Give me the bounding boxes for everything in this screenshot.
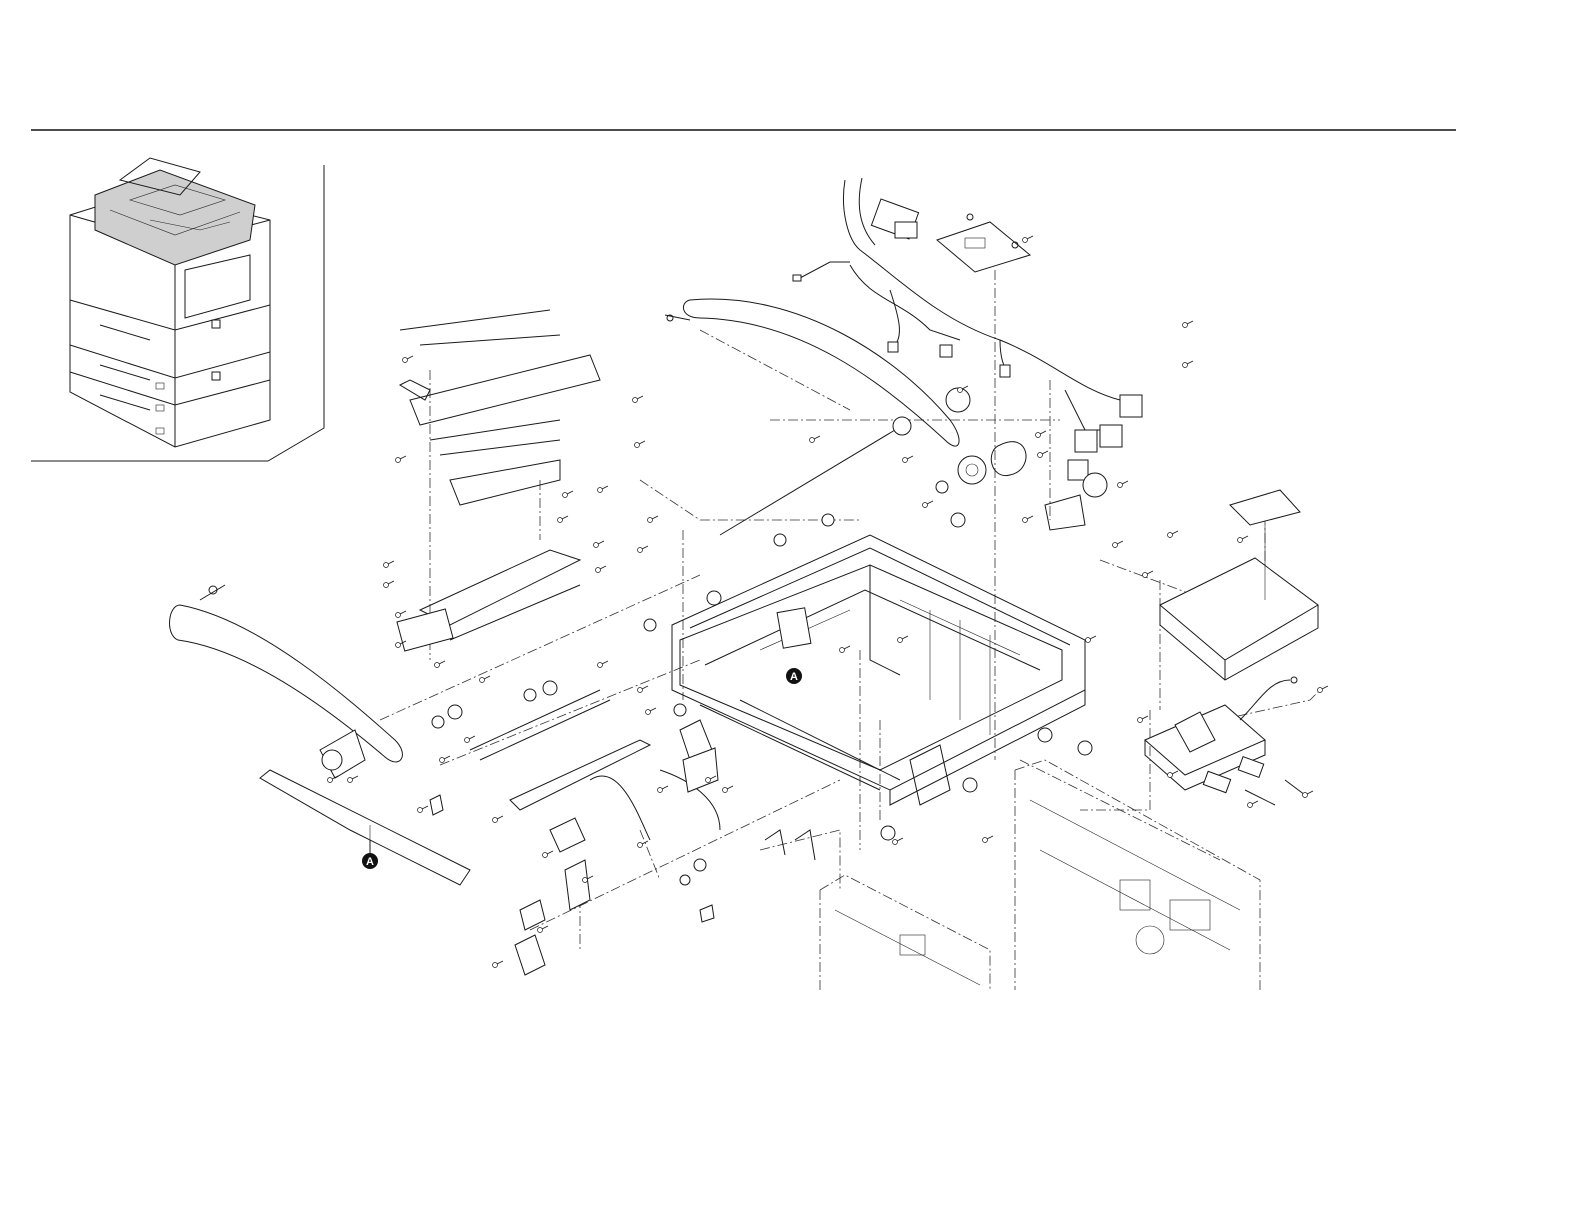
screw-part — [1143, 573, 1148, 578]
screw-part — [1168, 533, 1173, 538]
screw-part — [1036, 433, 1041, 438]
screw-part — [1183, 363, 1188, 368]
screw-part — [1086, 638, 1091, 643]
screw-part — [493, 963, 498, 968]
screw-part — [958, 388, 963, 393]
screw-part — [810, 438, 815, 443]
screw-part — [723, 788, 728, 793]
screw-part — [1023, 518, 1028, 523]
screw-part — [396, 613, 401, 618]
screw-part — [594, 543, 599, 548]
screw-part — [418, 808, 423, 813]
reference-marker-a-strip: A — [362, 840, 378, 869]
scanner-cable-upper — [665, 299, 959, 446]
lower-parts — [430, 690, 815, 975]
screw-part — [480, 678, 485, 683]
screw-part — [384, 563, 389, 568]
screw-part — [538, 928, 543, 933]
screw-part — [1303, 793, 1308, 798]
screw-part — [493, 818, 498, 823]
screw-part — [635, 443, 640, 448]
screw-part — [923, 503, 928, 508]
screw-part — [563, 493, 568, 498]
screw-part — [465, 738, 470, 743]
reference-marker-label: A — [790, 671, 798, 683]
screw-part — [1113, 543, 1118, 548]
screw-part — [403, 358, 408, 363]
screw-part — [558, 518, 563, 523]
screw-part — [898, 638, 903, 643]
screw-part — [840, 648, 845, 653]
screw-part — [638, 843, 643, 848]
carriage-assembly — [397, 310, 600, 651]
document-glass-strip — [260, 770, 470, 885]
screw-part — [893, 840, 898, 845]
screw-part — [328, 778, 333, 783]
screw-part — [648, 518, 653, 523]
screw-part — [1138, 718, 1143, 723]
screw-part — [706, 778, 711, 783]
control-pcb — [937, 214, 1030, 272]
screw-part — [1023, 238, 1028, 243]
screw-part — [348, 778, 353, 783]
frame-side-panels — [820, 760, 1260, 990]
screw-part — [638, 548, 643, 553]
screw-part — [435, 663, 440, 668]
drive-assembly — [320, 388, 1107, 792]
screw-part — [1318, 688, 1323, 693]
screw-part — [1118, 483, 1123, 488]
inverter-unit — [1145, 677, 1305, 805]
screw-part — [596, 568, 601, 573]
screw-part — [396, 643, 401, 648]
screw-part — [543, 853, 548, 858]
screw-part — [633, 398, 638, 403]
screw-part — [658, 788, 663, 793]
screw-part — [638, 688, 643, 693]
screw-part — [1038, 453, 1043, 458]
screw-part — [1238, 538, 1243, 543]
screw-part — [583, 878, 588, 883]
screw-part — [903, 458, 908, 463]
machine-overview-inset — [31, 158, 324, 461]
reference-marker-label: A — [366, 856, 374, 868]
reference-marker-a-frame: A — [786, 668, 802, 684]
screw-part — [598, 663, 603, 668]
screw-part — [1248, 803, 1253, 808]
screw-part — [598, 488, 603, 493]
main-frame — [672, 535, 1085, 840]
screw-part — [1183, 323, 1188, 328]
scanner-cable-lower — [170, 585, 403, 762]
screw-part — [983, 838, 988, 843]
screw-part — [440, 758, 445, 763]
screw-part — [1168, 773, 1173, 778]
power-supply-unit — [1160, 490, 1318, 680]
screw-part — [396, 458, 401, 463]
screw-part — [384, 583, 389, 588]
screw-part — [646, 710, 651, 715]
wire-harness — [793, 178, 1142, 480]
